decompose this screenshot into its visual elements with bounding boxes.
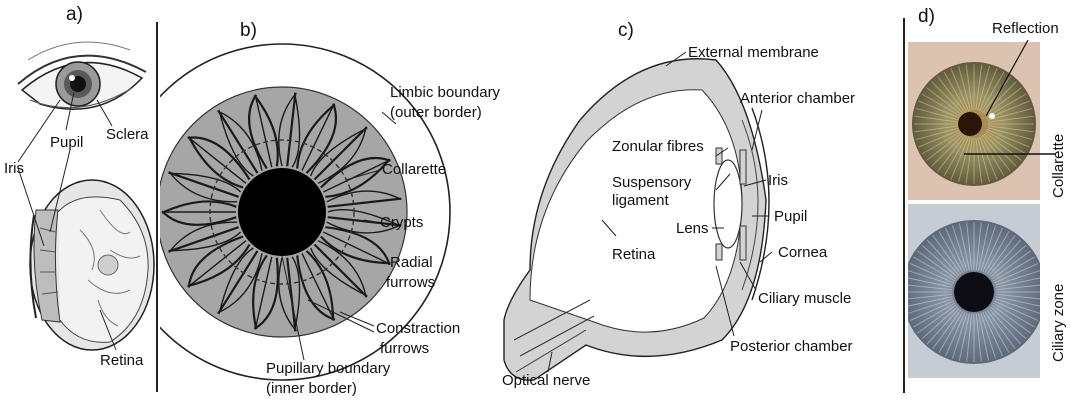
label-sclera: Sclera [106,126,149,143]
label-pupillary-2: (inner border) [266,380,357,397]
cutaway-eyeball [30,180,154,350]
lens [714,160,742,248]
label-anterior-chamber: Anterior chamber [740,90,855,107]
panel-b-drawing [160,0,500,420]
ciliary-lower [716,244,722,260]
label-external-membrane: External membrane [688,44,819,61]
label-limbic-1: Limbic boundary [390,84,500,101]
panel-c-drawing [490,0,910,420]
label-radial-2: furrows [386,274,435,291]
label-retina-a: Retina [100,352,143,369]
leader-iris-top [18,100,60,162]
label-retina-c: Retina [612,246,655,263]
label-ciliary-zone: Ciliary zone [1050,284,1067,362]
label-cornea: Cornea [778,244,827,261]
label-zonular-fibres: Zonular fibres [612,138,704,155]
iris-lower [740,226,746,260]
label-constr-1: Constraction [376,320,460,337]
label-ciliary-muscle: Ciliary muscle [758,290,851,307]
leader-anterior [752,110,762,150]
label-pupil-c: Pupil [774,208,807,225]
leader-reflection [986,40,1028,116]
label-suspensory-1: Suspensory [612,174,691,191]
label-crypts: Crypts [380,214,423,231]
label-suspensory-2: ligament [612,192,669,209]
label-iris-a: Iris [4,160,24,177]
label-constr-2: furrows [380,340,429,357]
label-posterior-chamber: Posterior chamber [730,338,853,355]
label-radial-1: Radial [390,254,433,271]
external-eye [18,42,146,109]
label-collarette-d: Collarette [1050,134,1067,198]
label-optical-nerve: Optical nerve [502,372,590,389]
label-collarette-b: Collarette [382,161,446,178]
label-pupillary-1: Pupillary boundary [266,360,390,377]
panel-a-drawing [0,0,160,400]
label-pupil-a: Pupil [50,134,83,151]
leader-cornea [760,252,772,262]
vitreous-body [530,90,742,332]
pupil-disk [238,168,326,256]
iris-upper [740,150,746,184]
label-lens: Lens [676,220,709,237]
label-limbic-2: (outer border) [390,104,482,121]
label-iris-c: Iris [768,172,788,189]
